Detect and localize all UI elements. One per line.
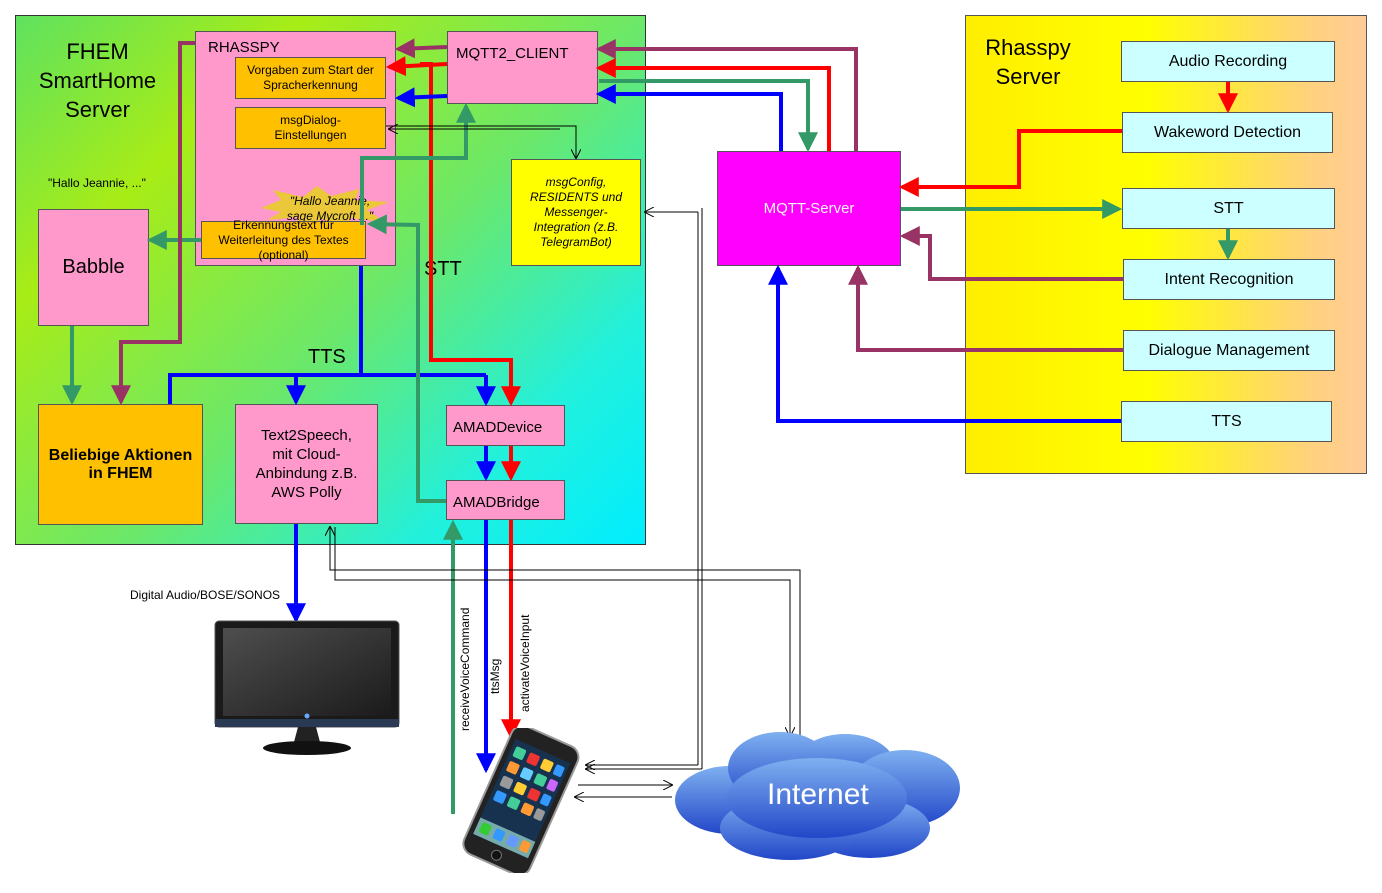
internet-label: Internet: [767, 778, 869, 811]
audio-recording-box: Audio Recording: [1121, 41, 1335, 82]
vorgaben-box: Vorgaben zum Start der Spracherkennung: [235, 57, 386, 99]
hallo-jeannie-text: "Hallo Jeannie, ...": [48, 176, 146, 190]
babble-box: Babble: [38, 209, 149, 326]
text2speech-box: Text2Speech, mit Cloud-Anbindung z.B. AW…: [235, 404, 378, 524]
activate-voice-input-label: activateVoiceInput: [518, 614, 532, 712]
fhem-title-line2: SmartHome: [38, 68, 157, 93]
amaddevice-label: AMADDevice: [453, 419, 543, 436]
tts-msg-label: ttsMsg: [488, 658, 502, 694]
receive-voice-command-label: receiveVoiceCommand: [458, 607, 472, 731]
dialogue-management-box: Dialogue Management: [1123, 330, 1335, 371]
amaddevice-box: AMADDevice: [446, 405, 565, 446]
fhem-title: FHEM SmartHome Server: [25, 37, 170, 124]
mqtt2-client-box: MQTT2_CLIENT: [447, 31, 598, 104]
tts-wire-label: TTS: [308, 346, 346, 368]
erkennungstext-box: Erkennungstext für Weiterleitung des Tex…: [201, 218, 366, 262]
mqtt2-client-label: MQTT2_CLIENT: [456, 45, 569, 62]
amadbridge-label: AMADBridge: [453, 494, 540, 511]
fhem-title-line1: FHEM: [66, 39, 129, 64]
tts-component-box: TTS: [1121, 401, 1332, 442]
monitor-icon: [214, 620, 400, 755]
msgdialog-box: msgDialog-Einstellungen: [235, 107, 386, 149]
fhem-title-line3: Server: [65, 97, 130, 122]
hallo-mycroft-text: "Hallo Jeannie, sage Mycroft ...": [286, 194, 374, 223]
stt-component-box: STT: [1122, 188, 1335, 229]
rhasspy-title-line2: Server: [995, 64, 1061, 89]
rhasspy-server-frame: [965, 15, 1367, 474]
rhasspy-title: Rhasspy Server: [968, 33, 1088, 91]
internet-cloud-icon: [675, 732, 960, 860]
speech-burst-icon: [261, 186, 389, 230]
msgconfig-box: msgConfig, RESIDENTS und Messenger-Integ…: [511, 159, 641, 266]
smartphone-icon: [462, 728, 580, 873]
aktionen-box: Beliebige Aktionen in FHEM: [38, 404, 203, 525]
digital-audio-label: Digital Audio/BOSE/SONOS: [130, 588, 281, 602]
rhasspy-title-line1: Rhasspy: [985, 35, 1071, 60]
mqtt-server-box: MQTT-Server: [717, 151, 901, 266]
stt-wire-label: STT: [424, 258, 462, 280]
rhasspy-module-label: RHASSPY: [208, 39, 280, 56]
